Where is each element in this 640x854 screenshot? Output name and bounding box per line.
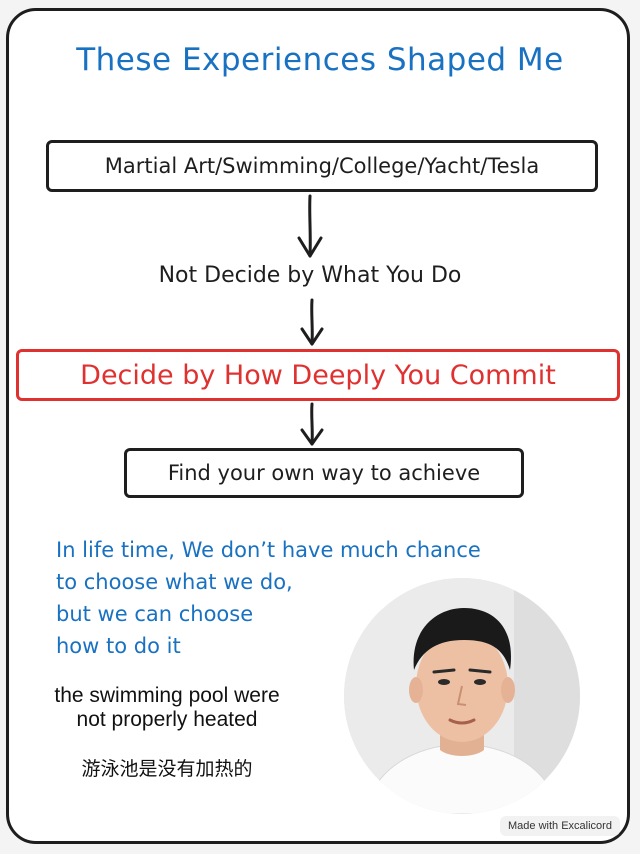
speaker-portrait-icon: [344, 578, 580, 814]
achieve-label: Find your own way to achieve: [167, 461, 481, 485]
commit-highlight-box: Decide by How Deeply You Commit: [16, 349, 620, 401]
down-arrow-icon: [297, 194, 323, 258]
subtitle-line: the swimming pool were: [54, 684, 280, 707]
quote-line: to choose what we do,: [56, 570, 293, 594]
excalicord-watermark: Made with Excalicord: [500, 816, 620, 836]
not-decide-text: Not Decide by What You Do: [158, 263, 462, 288]
quote-line: In life time, We don’t have much chance: [56, 538, 481, 562]
page-title: These Experiences Shaped Me: [76, 42, 564, 78]
down-arrow-icon: [300, 402, 324, 446]
experiences-box: Martial Art/Swimming/College/Yacht/Tesla: [46, 140, 598, 192]
experiences-label: Martial Art/Swimming/College/Yacht/Tesla: [104, 154, 540, 178]
speaker-video-avatar: [344, 578, 580, 814]
quote-line: but we can choose: [56, 602, 254, 626]
subtitle-chinese: 游泳池是没有加热的: [81, 758, 253, 780]
subtitle-english: the swimming pool were not properly heat…: [22, 684, 312, 732]
quote-line: how to do it: [56, 634, 181, 658]
subtitle-line: not properly heated: [76, 708, 258, 731]
down-arrow-icon: [300, 298, 324, 346]
commit-label: Decide by How Deeply You Commit: [80, 359, 556, 391]
quote-block: In life time, We don’t have much chance …: [56, 534, 481, 662]
achieve-box: Find your own way to achieve: [124, 448, 524, 498]
